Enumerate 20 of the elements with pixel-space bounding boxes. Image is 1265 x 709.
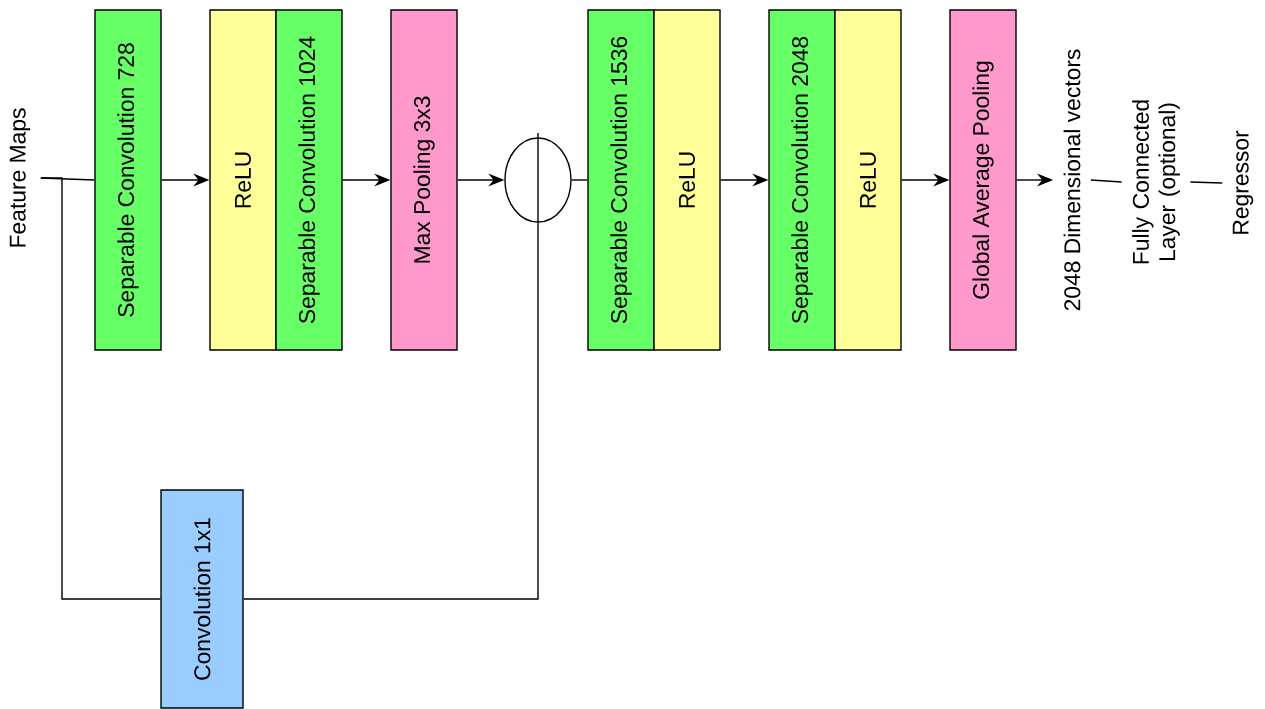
layer-box: Separable Convolution 1536 xyxy=(587,9,655,351)
layer-box: Global Average Pooling xyxy=(949,9,1017,351)
text-label: 2048 Dimensional vectors xyxy=(1063,49,1081,311)
connector-line xyxy=(1189,181,1223,184)
layer-box: Max Pooling 3x3 xyxy=(390,9,458,351)
connector-line xyxy=(40,177,161,600)
text-label: Regressor xyxy=(1232,130,1254,234)
layer-box: Separable Convolution 728 xyxy=(94,9,162,351)
text-label: Fully Connected Layer (optional) xyxy=(1132,100,1180,264)
sum-symbol xyxy=(504,132,572,223)
layer-box: ReLU xyxy=(653,9,721,351)
layer-box: Convolution 1x1 xyxy=(160,489,244,709)
layer-box: ReLU xyxy=(834,9,902,351)
connector-line xyxy=(243,222,539,600)
layer-box: Separable Convolution 2048 xyxy=(768,9,836,351)
layer-box: Separable Convolution 1024 xyxy=(275,9,343,351)
layer-box: ReLU xyxy=(209,9,277,351)
text-label: Feature Maps xyxy=(9,108,31,247)
connector-line xyxy=(571,179,588,181)
connector-line xyxy=(1090,179,1123,183)
